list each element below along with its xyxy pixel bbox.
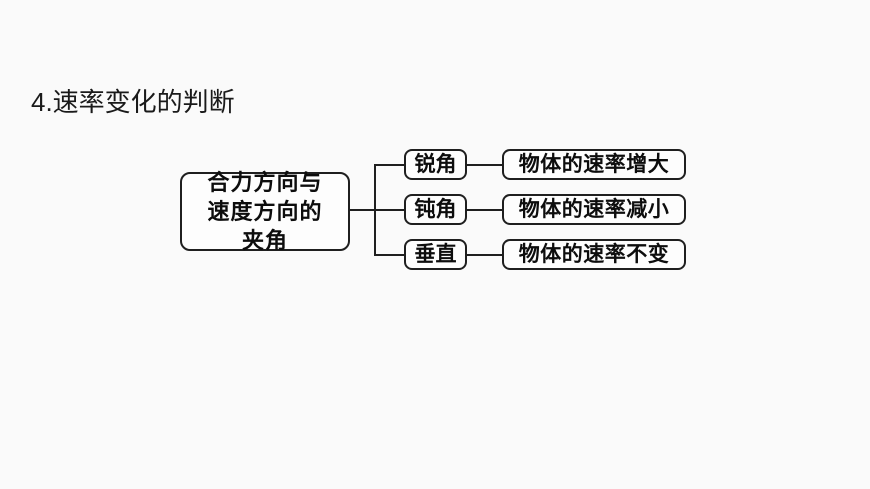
connector-root-trunk [350, 209, 376, 211]
connector-link-0 [467, 164, 502, 166]
node-root: 合力方向与速度方向的夹角 [180, 170, 350, 253]
node-result-0-label: 物体的速率增大 [518, 152, 670, 176]
node-condition-2-label: 垂直 [414, 242, 457, 266]
connector-branch-0 [374, 164, 404, 166]
node-root-label: 合力方向与速度方向的夹角 [207, 170, 323, 253]
node-result-1: 物体的速率减小 [502, 194, 686, 225]
node-condition-1-label: 钝角 [414, 197, 457, 221]
node-result-2-label: 物体的速率不变 [518, 242, 670, 266]
connector-link-1 [467, 209, 502, 211]
page-title: 4.速率变化的判断 [31, 87, 235, 117]
node-condition-0: 锐角 [404, 149, 467, 180]
node-condition-1: 钝角 [404, 194, 467, 225]
node-condition-2: 垂直 [404, 239, 467, 270]
connector-link-2 [467, 254, 502, 256]
node-result-1-label: 物体的速率减小 [518, 197, 670, 221]
node-result-0: 物体的速率增大 [502, 149, 686, 180]
connector-branch-2 [374, 254, 404, 256]
node-result-2: 物体的速率不变 [502, 239, 686, 270]
connector-branch-1 [374, 209, 404, 211]
node-condition-0-label: 锐角 [414, 152, 457, 176]
